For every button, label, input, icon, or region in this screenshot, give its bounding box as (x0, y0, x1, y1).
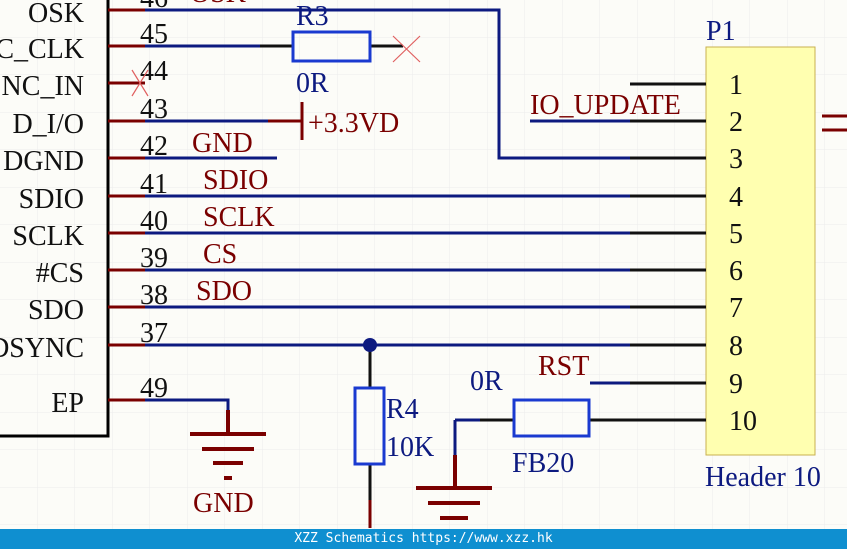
net-osk: OSK (190, 0, 246, 9)
header-pin-number: 4 (729, 182, 743, 213)
header-pin-number: 3 (729, 144, 743, 175)
ic-pin-name: SDO (28, 295, 84, 326)
net-vcc: +3.3VD (308, 108, 399, 139)
ground-icon (190, 410, 492, 520)
net-sclk: SCLK (203, 202, 275, 233)
ic-pin-number: 44 (140, 56, 168, 87)
r3-ref: R3 (296, 1, 329, 32)
header-pin-number: 9 (729, 369, 743, 400)
ic-pin-name: SCLK (12, 221, 84, 252)
net-sdo: SDO (196, 276, 252, 307)
header-pin-number: 8 (729, 331, 743, 362)
r3-value: 0R (296, 68, 329, 99)
junction-dot (363, 338, 377, 352)
ic-pin-name: C_CLK (0, 34, 84, 65)
net-sdio: SDIO (203, 165, 268, 196)
header-pin-number: 5 (729, 219, 743, 250)
ic-pin-number: 46 (140, 0, 168, 14)
offpage-wire (822, 114, 847, 132)
ic-pin-name: DSYNC (0, 333, 84, 364)
fb20-ferrite (512, 398, 591, 438)
ic-body (0, 0, 110, 438)
ic-pin-name: EP (51, 388, 84, 419)
r4-ref: R4 (386, 394, 419, 425)
fb20-value: 0R (470, 366, 503, 397)
ic-pin-name: SDIO (19, 184, 84, 215)
wires (145, 8, 630, 455)
net-io-update: IO_UPDATE (530, 90, 681, 121)
header-pin-number: 7 (729, 293, 743, 324)
fb20-ref: FB20 (512, 448, 574, 479)
header-name: Header 10 (705, 462, 821, 493)
ic-pin-name: D_I/O (12, 109, 84, 140)
header-pin-number: 10 (729, 406, 757, 437)
power-port-icon (268, 102, 304, 140)
net-rst: RST (538, 351, 589, 382)
header-pin-number: 2 (729, 107, 743, 138)
r3-resistor (291, 30, 372, 63)
ic-pin-name: DGND (3, 146, 84, 177)
no-connect-icon (131, 35, 421, 97)
net-cs: CS (203, 239, 237, 270)
ic-pin-name: NC_IN (2, 71, 84, 102)
r4-value: 10K (386, 432, 434, 463)
footer-banner[interactable]: XZZ Schematics https://www.xzz.hk (0, 529, 847, 549)
header-ref: P1 (706, 16, 736, 47)
r4-resistor (353, 386, 386, 466)
header-pin-number: 1 (729, 70, 743, 101)
net-gnd-bottom: GND (193, 488, 254, 519)
net-gnd: GND (192, 128, 253, 159)
ic-pin-name: OSK (28, 0, 84, 29)
header-body (705, 46, 816, 456)
ic-pin-name: #CS (36, 258, 84, 289)
header-pin-number: 6 (729, 256, 743, 287)
